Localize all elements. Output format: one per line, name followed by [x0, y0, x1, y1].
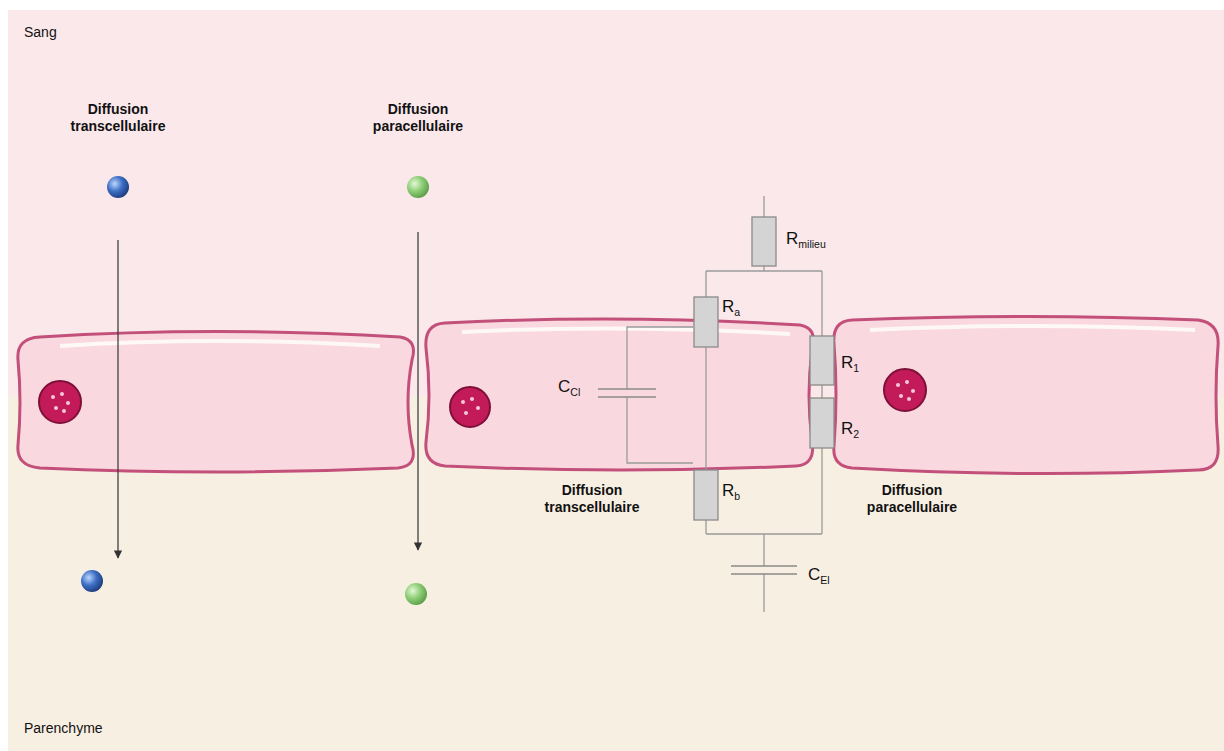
resistor-symbols: [694, 217, 834, 520]
resistor-label: R2: [841, 419, 859, 440]
molecules: [81, 176, 429, 605]
resistor-label: Rmilieu: [786, 229, 826, 250]
pathway-label: Diffusion paracellulaire: [358, 101, 478, 135]
region-label: Sang: [24, 24, 57, 41]
region-label: Parenchyme: [24, 720, 103, 737]
resistor-label: Rb: [722, 481, 740, 502]
capacitor-label: CEl: [808, 565, 830, 586]
endothelial-cells: [18, 317, 1218, 474]
circuit-wires: [627, 196, 822, 612]
pathway-label: Diffusion paracellulaire: [852, 482, 972, 516]
resistor-label: R1: [841, 353, 859, 374]
capacitor-symbols: [598, 389, 797, 574]
resistor-label: Ra: [722, 297, 740, 318]
capacitor-label: CCl: [558, 377, 580, 398]
pathway-label: Diffusion transcellulaire: [532, 482, 652, 516]
pathway-label: Diffusion transcellulaire: [58, 101, 178, 135]
nuclei: [39, 369, 926, 427]
